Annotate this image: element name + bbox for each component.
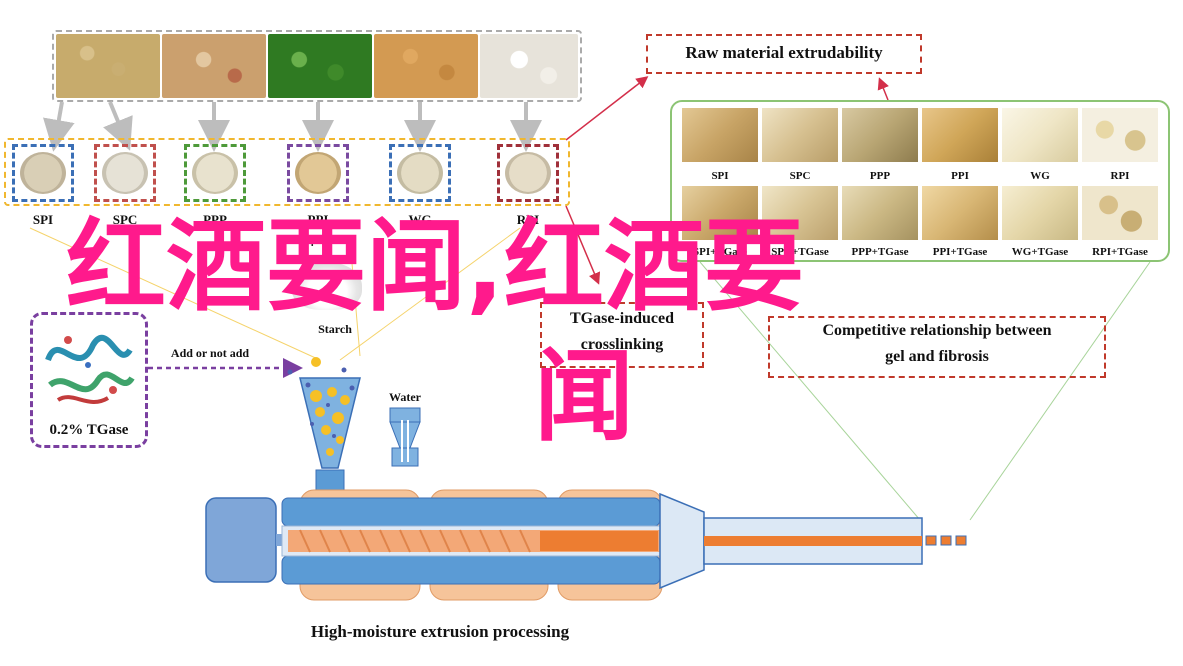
crosslinking-line2: crosslinking	[580, 336, 664, 353]
sample-label-rpi: RPI	[516, 212, 540, 227]
result-photo-ppi-tgase	[922, 186, 998, 240]
result-photo-wg-tgase	[1002, 186, 1078, 240]
crosslinking-box	[540, 302, 704, 368]
crosslinking-line1: TGase-induced	[569, 310, 674, 327]
relationship-line1: Competitive relationship between	[822, 322, 1052, 339]
tgase-label: 0.2% TGase	[49, 422, 129, 438]
photo-soybeans	[56, 34, 160, 98]
sample-frame-spc	[94, 144, 156, 202]
result-label-spi: SPI	[711, 170, 729, 182]
extrudability-title: Raw material extrudability	[685, 43, 883, 62]
dish-rpi	[505, 152, 551, 194]
raw-material-photo-strip	[52, 30, 582, 102]
sample-frame-wg	[389, 144, 451, 202]
result-label-ppi: PPI	[951, 170, 969, 182]
starch-label: Starch	[318, 322, 352, 336]
result-label-spc: SPC	[789, 170, 811, 182]
add-or-not-label: Add or not add	[170, 346, 250, 360]
result-photo-ppi	[922, 108, 998, 162]
result-photo-spi-tgase	[682, 186, 758, 240]
result-label-wg: WG	[1030, 170, 1050, 182]
overlay-headline-line1: 红酒要闻,红酒要	[66, 208, 804, 325]
water-label: Water	[389, 390, 421, 404]
dish-spc	[102, 152, 148, 194]
dish-ppp	[192, 152, 238, 194]
result-photo-ppp-tgase	[842, 186, 918, 240]
process-title: High-moisture extrusion processing	[310, 622, 570, 641]
sample-frame-spi	[12, 144, 74, 202]
sample-frame-rpi	[497, 144, 559, 202]
sample-strip	[4, 138, 570, 206]
result-label-rpi-tgase: RPI+TGase	[1092, 246, 1148, 258]
result-label-wg-tgase: WG+TGase	[1011, 246, 1069, 258]
sample-frame-ppp	[184, 144, 246, 202]
plus-sign: +	[306, 228, 319, 253]
result-photo-wg	[1002, 108, 1078, 162]
result-photo-ppp	[842, 108, 918, 162]
sample-label-ppi: PPI	[307, 212, 329, 227]
extrudability-title-box	[646, 34, 922, 74]
result-label-rpi: RPI	[1110, 170, 1130, 182]
starch-pile	[292, 262, 362, 310]
dish-wg	[397, 152, 443, 194]
result-label-spi-tgase: SPI+TGase	[693, 246, 747, 258]
result-photo-spc	[762, 108, 838, 162]
dish-spi	[20, 152, 66, 194]
photo-peas	[268, 34, 372, 98]
sample-label-wg: WG	[408, 212, 432, 227]
result-label-ppp-tgase: PPP+TGase	[851, 246, 909, 258]
relationship-box	[768, 316, 1106, 378]
result-label-spc-tgase: SPC+TGase	[771, 246, 829, 258]
sample-frame-ppi	[287, 144, 349, 202]
result-photo-rpi-tgase	[1082, 186, 1158, 240]
result-label-ppi-tgase: PPI+TGase	[932, 246, 988, 258]
result-photo-rpi	[1082, 108, 1158, 162]
overlay-headline-line2: 闻	[534, 338, 634, 455]
tgase-box	[30, 312, 148, 448]
sample-label-spc: SPC	[112, 212, 138, 227]
result-photo-spi	[682, 108, 758, 162]
sample-label-ppp: PPP	[203, 212, 227, 227]
sample-label-spi: SPI	[32, 212, 54, 227]
result-label-ppp: PPP	[869, 170, 891, 182]
photo-rice	[480, 34, 578, 98]
relationship-line2: gel and fibrosis	[885, 348, 989, 365]
photo-peanuts	[162, 34, 266, 98]
dish-ppi	[295, 152, 341, 194]
result-photo-spc-tgase	[762, 186, 838, 240]
photo-wheat	[374, 34, 478, 98]
protein-structure-icon	[45, 334, 135, 404]
